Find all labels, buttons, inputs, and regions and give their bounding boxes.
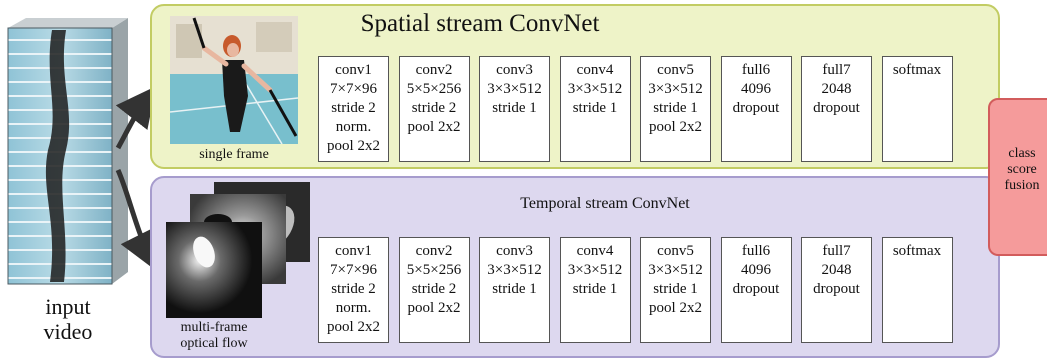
input-video-caption: input video [43, 294, 93, 344]
temporal-layer-box: conv5 3×3×512 stride 1 pool 2x2 [640, 237, 711, 343]
temporal-layer-box: softmax [881, 237, 953, 343]
class-score-fusion-box [988, 98, 1047, 256]
optical-flow-caption: multi-frame optical flow [180, 320, 248, 351]
spatial-layer-box: conv5 3×3×512 stride 1 pool 2x2 [640, 56, 711, 162]
spatial-layer-box: full7 2048 dropout [801, 56, 872, 162]
spatial-stream-title: Spatial stream ConvNet [360, 10, 600, 37]
optical-flow-images [166, 182, 310, 318]
temporal-layer-box: full6 4096 dropout [720, 237, 792, 343]
spatial-layer-box: conv4 3×3×512 stride 1 [559, 56, 631, 162]
single-frame-caption: single frame [199, 147, 269, 162]
temporal-layer-box: conv1 7×7×96 stride 2 norm. pool 2x2 [318, 237, 389, 343]
temporal-layer-box: conv4 3×3×512 stride 1 [559, 237, 631, 343]
temporal-layer-box: full7 2048 dropout [801, 237, 872, 343]
temporal-layer-box: conv2 5×5×256 stride 2 pool 2x2 [398, 237, 470, 343]
arrow-to-spatial [115, 86, 157, 150]
class-score-fusion-label: class score fusion [1004, 146, 1040, 193]
spatial-layer-box: full6 4096 dropout [720, 56, 792, 162]
arrow-to-temporal [115, 168, 157, 271]
spatial-layer-box: conv3 3×3×512 stride 1 [479, 56, 550, 162]
spatial-layer-box: softmax [881, 56, 953, 162]
temporal-layer-box: conv3 3×3×512 stride 1 [479, 237, 550, 343]
spatial-layer-box: conv1 7×7×96 stride 2 norm. pool 2x2 [318, 56, 389, 162]
input-video-stack [7, 18, 128, 285]
temporal-stream-title: Temporal stream ConvNet [520, 195, 690, 212]
single-frame-image [170, 16, 298, 144]
spatial-layer-box: conv2 5×5×256 stride 2 pool 2x2 [398, 56, 470, 162]
